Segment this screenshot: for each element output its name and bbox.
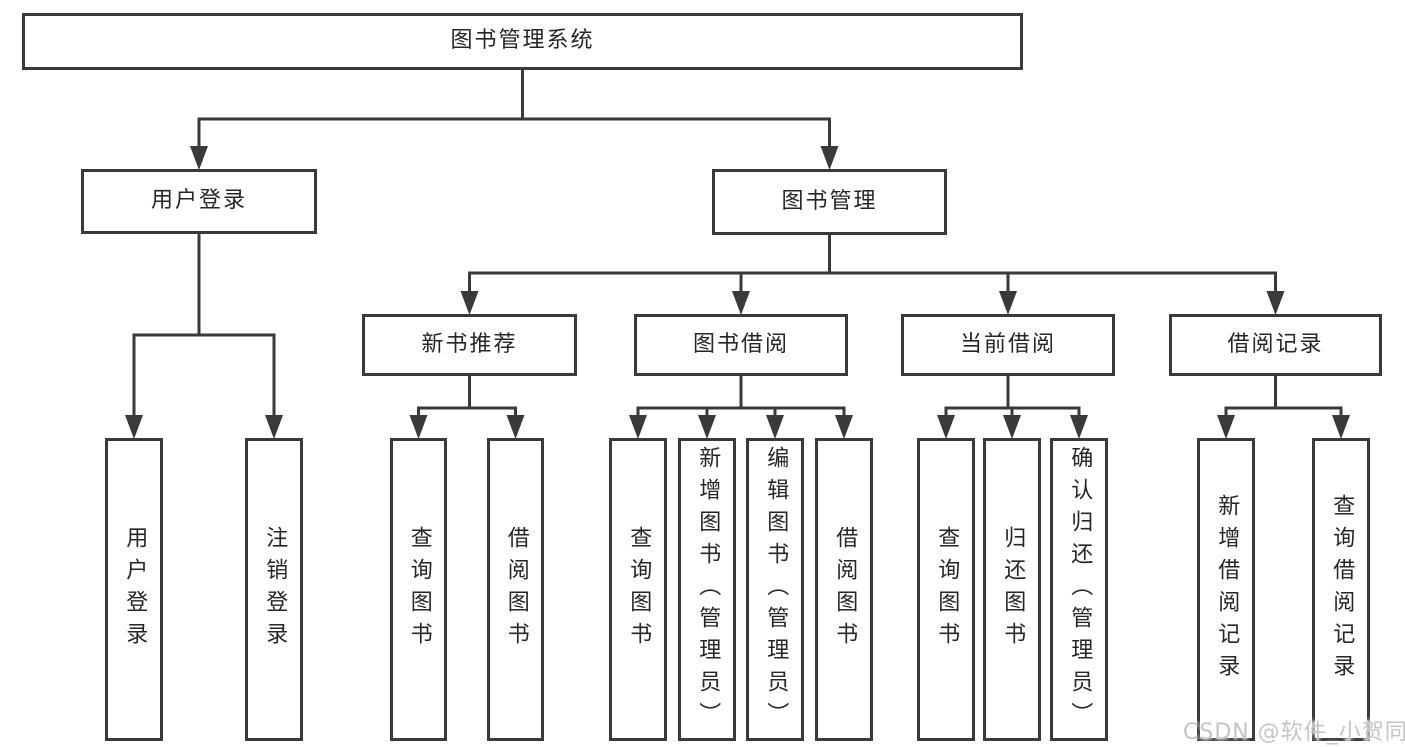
node-label: 编辑图书（管理员） — [763, 445, 789, 734]
node-new-book-recommend: 新书推荐 — [362, 314, 577, 376]
node-query-books-recommend: 查询图书 — [390, 438, 447, 741]
node-user-login-module: 用户登录 — [81, 169, 317, 234]
node-label: 查询图书 — [934, 525, 960, 654]
node-label: 查询图书 — [626, 525, 652, 654]
node-current-borrowing: 当前借阅 — [901, 314, 1115, 376]
node-library-system: 图书管理系统 — [22, 13, 1023, 70]
node-query-books-current: 查询图书 — [917, 438, 975, 741]
node-borrow-books-borrowing: 借阅图书 — [815, 438, 873, 741]
node-edit-books-admin: 编辑图书（管理员） — [746, 438, 804, 741]
node-label: 借阅记录 — [1227, 331, 1324, 357]
node-book-management: 图书管理 — [712, 169, 947, 235]
node-label: 归还图书 — [1000, 525, 1026, 654]
node-confirm-return-admin: 确认归还（管理员） — [1050, 438, 1108, 741]
node-label: 查询借阅记录 — [1329, 493, 1355, 686]
watermark-text: CSDN @软件_小贺同学 — [1183, 720, 1405, 745]
node-user-login: 用户登录 — [105, 438, 163, 741]
node-book-borrowing: 图书借阅 — [634, 314, 848, 376]
node-borrow-books-recommend: 借阅图书 — [487, 438, 544, 741]
node-label: 借阅图书 — [832, 525, 858, 654]
node-label: 注销登录 — [262, 525, 288, 654]
node-label: 图书管理系统 — [450, 28, 595, 54]
node-add-borrow-record: 新增借阅记录 — [1197, 438, 1255, 741]
node-label: 新增图书（管理员） — [695, 445, 721, 734]
node-return-books: 归还图书 — [983, 438, 1041, 741]
node-borrowing-records: 借阅记录 — [1169, 314, 1382, 376]
node-query-borrow-record: 查询借阅记录 — [1312, 438, 1370, 741]
node-logout: 注销登录 — [245, 438, 303, 741]
node-label: 图书管理 — [781, 188, 878, 214]
node-label: 图书借阅 — [692, 331, 789, 357]
node-label: 确认归还（管理员） — [1067, 445, 1093, 734]
node-add-books-admin: 新增图书（管理员） — [678, 438, 736, 741]
node-label: 用户登录 — [122, 525, 148, 654]
node-label: 当前借阅 — [959, 331, 1056, 357]
node-query-books-borrowing: 查询图书 — [609, 438, 667, 741]
node-label: 查询图书 — [406, 525, 432, 654]
node-label: 新书推荐 — [421, 331, 518, 357]
node-label: 新增借阅记录 — [1214, 493, 1240, 686]
node-label: 借阅图书 — [503, 525, 529, 654]
node-label: 用户登录 — [150, 188, 247, 214]
